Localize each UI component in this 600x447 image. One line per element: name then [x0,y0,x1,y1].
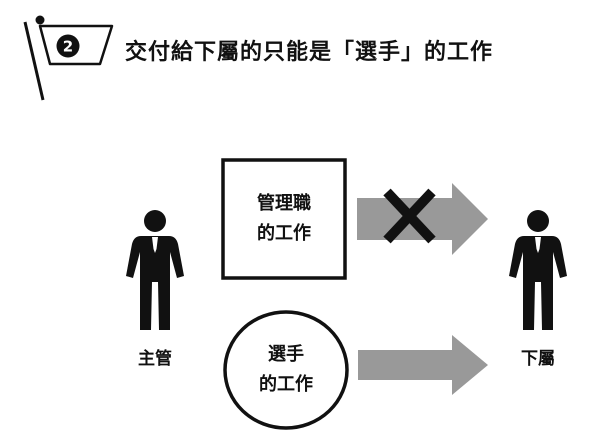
player-task-circle [223,310,349,430]
flag-icon [23,15,114,101]
player-task-line2: 的工作 [259,374,313,395]
step-number-badge: 2 [56,34,80,58]
management-task-label: 管理職 的工作 [223,189,345,249]
manager-figure-icon [126,210,184,330]
diagram-title: 交付給下屬的只能是「選手」的工作 [125,40,494,65]
player-task-label: 選手 的工作 [226,340,346,400]
subordinate-label: 下屬 [521,349,555,369]
blocked-delegation-arrow [357,183,488,255]
management-task-line2: 的工作 [257,223,311,244]
manager-label: 主管 [138,349,172,369]
step-number: 2 [63,38,73,56]
management-task-box [221,158,347,280]
cross-icon [383,188,436,244]
delegation-arrow [358,335,488,395]
player-task-line1: 選手 [268,344,304,365]
subordinate-figure-icon [509,210,567,330]
management-task-line1: 管理職 [257,193,311,214]
